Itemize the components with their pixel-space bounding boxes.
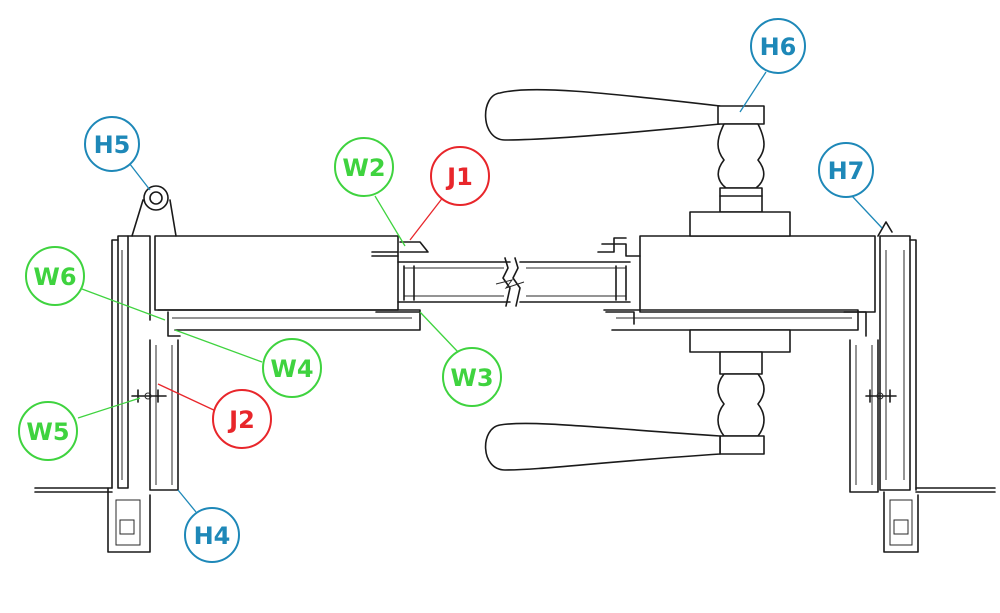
callout-w6: W6 bbox=[25, 246, 85, 306]
callout-h6: H6 bbox=[750, 18, 806, 74]
callout-w4-label: W4 bbox=[270, 355, 313, 383]
leader-j1 bbox=[409, 195, 445, 241]
callout-bubbles: H5 H6 H7 H4 W2 W3 W4 W5 bbox=[18, 18, 874, 563]
callout-j2: J2 bbox=[212, 389, 272, 449]
leader-j2 bbox=[157, 383, 219, 413]
lever-handle-bottom bbox=[484, 329, 791, 471]
right-door-leaf bbox=[597, 235, 876, 337]
callout-w3-label: W3 bbox=[450, 364, 493, 392]
callout-j1: J1 bbox=[430, 146, 490, 206]
callout-h4: H4 bbox=[184, 507, 240, 563]
callout-h5: H5 bbox=[84, 116, 140, 172]
callout-w6-label: W6 bbox=[33, 263, 76, 291]
callout-h7-label: H7 bbox=[828, 157, 865, 185]
callout-h5-label: H5 bbox=[94, 131, 131, 159]
callout-j1-label: J1 bbox=[445, 163, 473, 191]
left-door-leaf bbox=[154, 235, 429, 337]
callout-w3: W3 bbox=[442, 347, 502, 407]
leader-h6 bbox=[739, 71, 767, 113]
callout-h4-label: H4 bbox=[194, 522, 231, 550]
left-hinge bbox=[131, 185, 177, 237]
right-frame-jamb bbox=[849, 221, 996, 553]
leader-h7 bbox=[851, 195, 883, 229]
lever-handle-top bbox=[484, 88, 791, 237]
callout-h6-label: H6 bbox=[760, 33, 797, 61]
callout-w2-label: W2 bbox=[342, 154, 385, 182]
leader-w4 bbox=[174, 329, 263, 363]
callout-w4: W4 bbox=[262, 338, 322, 398]
leader-w2 bbox=[374, 195, 406, 247]
left-frame-jamb bbox=[34, 235, 179, 553]
callout-w5-label: W5 bbox=[26, 418, 69, 446]
leader-w3 bbox=[419, 311, 459, 353]
leader-lines bbox=[77, 71, 883, 513]
leader-w6 bbox=[81, 288, 166, 321]
callout-h7: H7 bbox=[818, 142, 874, 198]
callout-j2-label: J2 bbox=[227, 406, 255, 434]
glazing-panel bbox=[397, 257, 631, 307]
callout-w5: W5 bbox=[18, 401, 78, 461]
leader-h4 bbox=[177, 489, 197, 513]
leader-w5 bbox=[77, 397, 141, 419]
callout-w2: W2 bbox=[334, 137, 394, 197]
